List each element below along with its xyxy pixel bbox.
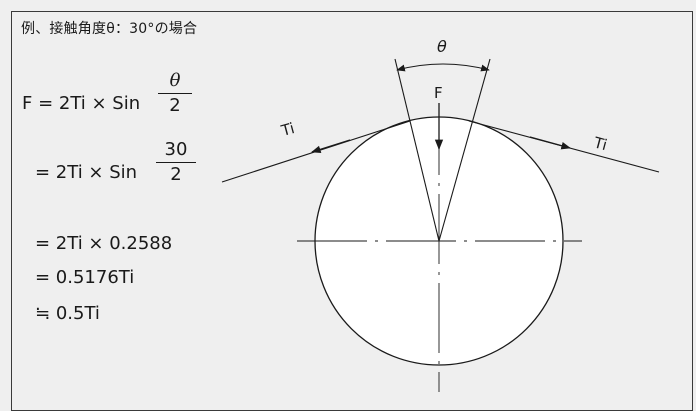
theta-label: θ xyxy=(437,37,447,56)
tension-left-arrow xyxy=(311,139,351,154)
tension-right-label: Ti xyxy=(591,133,609,154)
equation-line-3: = 2Ti × 0.2588 xyxy=(35,233,173,254)
theta-ray-left xyxy=(394,58,440,242)
theta-ray-right xyxy=(438,58,491,242)
theta-arc xyxy=(396,63,490,72)
pulley-diagram: θ F Ti Ti xyxy=(221,37,660,392)
caption: 例、接触角度θ：30°の場合 xyxy=(21,21,198,37)
force-label: F xyxy=(434,84,443,102)
fraction-numerator-30: 30 xyxy=(164,139,188,160)
fraction-denominator: 2 xyxy=(170,164,182,185)
equation-line-1-lhs: F = 2Ti × Sin xyxy=(22,93,141,114)
tension-right-arrow xyxy=(529,136,571,150)
equation-line-5: ≒ 0.5Ti xyxy=(35,303,100,324)
equation-line-2: = 2Ti × Sin xyxy=(35,162,137,183)
fraction-30-over-2: 30 2 xyxy=(156,139,196,185)
fraction-theta-over-2: θ 2 xyxy=(158,70,192,116)
fraction-denominator: 2 xyxy=(169,95,181,116)
tension-left-label: Ti xyxy=(278,119,296,140)
fraction-numerator-theta: θ xyxy=(169,70,181,91)
equation-line-1: F = 2Ti × Sin xyxy=(22,93,140,114)
equation-line-4: = 0.5176Ti xyxy=(35,267,135,288)
fraction-bar xyxy=(156,162,196,163)
equation-line-2-lhs: = 2Ti × Sin xyxy=(35,162,138,183)
fraction-bar xyxy=(158,93,192,94)
